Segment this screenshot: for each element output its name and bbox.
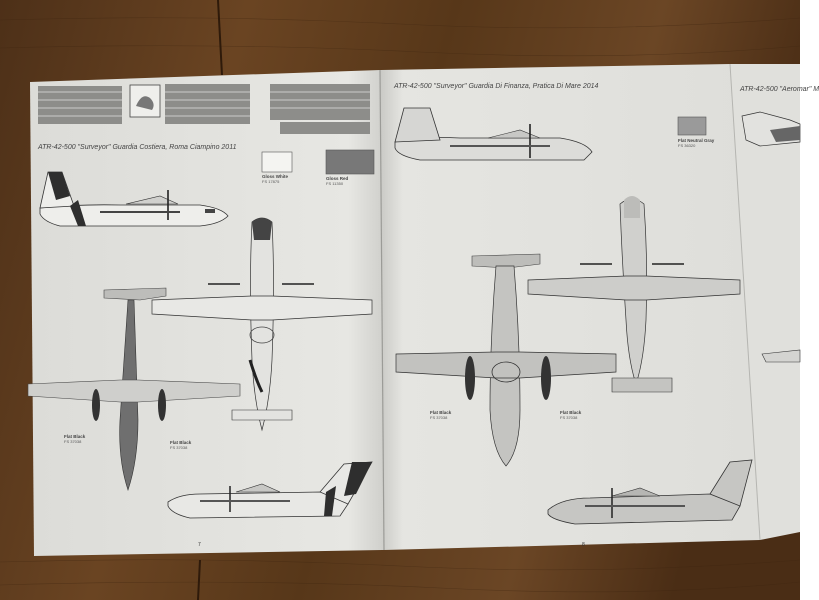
third-page-caption: ATR-42-500 "Aeromar" M — [740, 86, 819, 93]
right-bottom-view-plane — [395, 253, 617, 467]
right-page — [380, 64, 760, 550]
logo-sticker-icon — [136, 96, 154, 110]
left-page-number: 7 — [198, 542, 201, 548]
left-flat-black-code-1: FS 37038 — [64, 439, 82, 444]
right-page-caption: ATR-42-500 "Surveyor" Guardia Di Finanza… — [394, 83, 599, 90]
right-flat-black-label-1: Flat Black — [430, 410, 452, 415]
third-page-edge — [729, 63, 761, 541]
right-flat-black-label-2: Flat Black — [560, 410, 582, 415]
swatch-gloss-red-label: Gloss Red — [326, 176, 349, 181]
table-board-seam — [197, 559, 201, 600]
left-lower-side-profile-plane — [167, 461, 373, 519]
left-top-view-plane — [27, 287, 241, 491]
wood-grain — [0, 17, 801, 593]
swatch-gloss-red — [325, 149, 375, 175]
third-page — [730, 64, 800, 540]
swatch-flat-neutral-gray-code: FS 36320 — [678, 143, 696, 148]
right-flat-black-code-2: FS 37038 — [560, 415, 578, 420]
instruction-text-blocks — [38, 84, 370, 134]
instruction-text-lines — [38, 91, 370, 117]
left-flat-black-code-2: FS 37038 — [170, 445, 188, 450]
swatch-flat-neutral-gray — [677, 116, 707, 136]
right-page-number: 8 — [582, 542, 585, 548]
right-lower-side-profile-plane — [547, 459, 753, 525]
left-side-profile-plane — [39, 171, 229, 227]
swatch-flat-neutral-gray-label: Flat Neutral Gray — [678, 138, 715, 143]
swatch-gloss-white-label: Gloss White — [262, 174, 289, 179]
right-side-profile-plane — [394, 107, 593, 161]
center-fold — [379, 69, 385, 551]
swatch-gloss-red-code: FS 11350 — [326, 181, 344, 186]
swatch-gloss-white-code: FS 17875 — [262, 179, 280, 184]
left-flat-black-label-1: Flat Black — [64, 434, 86, 439]
third-page-plane-partial — [741, 111, 801, 363]
left-flat-black-label-2: Flat Black — [170, 440, 192, 445]
swatch-gloss-white — [261, 151, 293, 173]
table-board-seam — [217, 0, 223, 76]
left-bottom-view-plane — [151, 217, 373, 432]
right-top-view-plane — [527, 196, 741, 393]
right-flat-black-code-1: FS 37038 — [430, 415, 448, 420]
left-page-caption: ATR-42-500 "Surveyor" Guardia Costiera, … — [38, 144, 237, 151]
photo-scene — [0, 0, 801, 600]
